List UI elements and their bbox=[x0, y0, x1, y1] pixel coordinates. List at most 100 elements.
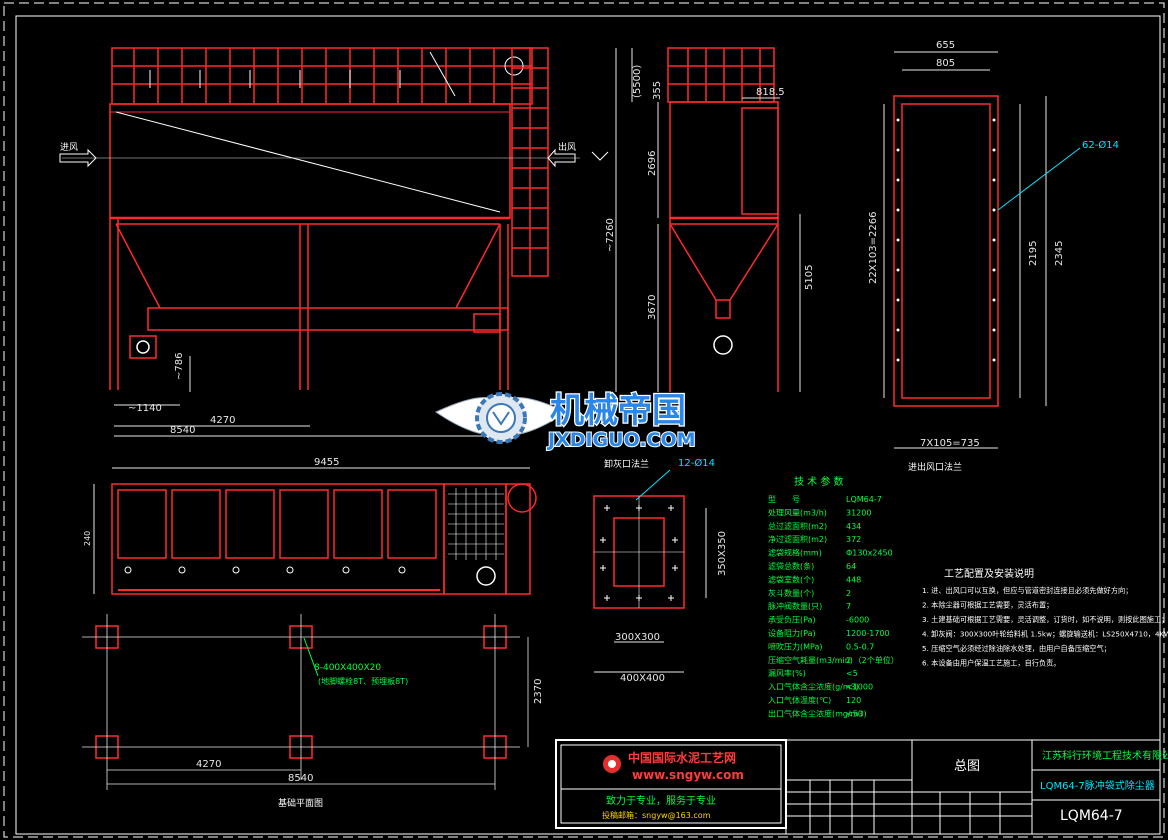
install-notes-title: 工艺配置及安装说明 bbox=[944, 567, 1034, 580]
drawing-frame bbox=[15, 15, 1161, 835]
tech-param-name: 入口气体温度(℃) bbox=[768, 695, 831, 705]
stamp-title: 中国国际水泥工艺网 bbox=[628, 750, 736, 765]
dim-5500: (5500) bbox=[632, 65, 643, 98]
dim-7260: ~7260 bbox=[605, 218, 616, 252]
title-block bbox=[785, 739, 1161, 835]
dim-818-5: 818.5 bbox=[756, 87, 785, 98]
dim-3670: 3670 bbox=[647, 295, 658, 320]
stamp-url: www.sngyw.com bbox=[632, 768, 744, 782]
title-drawing: 总图 bbox=[954, 759, 980, 774]
sngyw-stamp bbox=[555, 739, 787, 829]
dim-62-14: 62-Ø14 bbox=[1082, 139, 1119, 151]
ash-flange-dimension-lines bbox=[594, 469, 707, 673]
dim-735: 7X105=735 bbox=[920, 438, 980, 449]
dim-4270-top: 4270 bbox=[210, 415, 235, 426]
sheet-border bbox=[3, 2, 1165, 838]
foundation-plan-label: 基础平面图 bbox=[278, 797, 323, 809]
dim-2266: 22X103=2266 bbox=[868, 212, 879, 285]
tech-param-name: 型 号 bbox=[768, 495, 800, 504]
tech-param-name: 滤袋总数(条) bbox=[768, 561, 814, 571]
side-elevation bbox=[667, 47, 779, 392]
tech-param-value: LQM64-7 bbox=[846, 495, 882, 504]
plan-dimension-lines bbox=[93, 467, 530, 594]
tech-param-value: 120 bbox=[846, 696, 861, 705]
inlet-air-label: 进风 bbox=[60, 142, 78, 153]
dim-805: 805 bbox=[936, 58, 955, 69]
tech-param-name: 净过滤面积(m2) bbox=[768, 534, 827, 544]
flange-dimension-lines bbox=[883, 51, 1081, 449]
tech-param-value: Φ130x2450 bbox=[846, 549, 893, 558]
outlet-flange-label: 进出风口法兰 bbox=[908, 461, 962, 473]
tech-param-value: <1000 bbox=[846, 683, 873, 692]
tech-param-name: 压缩空气耗量(m3/min) bbox=[768, 655, 853, 665]
tech-param-value: 2 bbox=[846, 589, 851, 598]
dim-1140: ~1140 bbox=[128, 403, 162, 414]
dim-2195: 2195 bbox=[1028, 241, 1039, 266]
outlet-flange-view bbox=[893, 95, 999, 407]
tech-param-name: 处理风量(m3/h) bbox=[768, 507, 827, 517]
tech-params-table: 型 号 LQM64-7 处理风量(m3/h) 31200 总过滤面积(m2) 434 净过滤… bbox=[768, 495, 899, 718]
dim-786: ~786 bbox=[174, 353, 185, 380]
stamp-slogan: 致力于专业，服务于专业 bbox=[606, 794, 716, 807]
airflow-arrows bbox=[59, 148, 609, 168]
dim-300: 300X300 bbox=[615, 632, 660, 643]
ash-flange-view bbox=[593, 495, 685, 609]
dim-8540-top: 8540 bbox=[170, 425, 195, 436]
install-note-item: 4. 卸灰阀：300X300叶轮给料机 1.5kw；螺旋输送机：LS250X47… bbox=[922, 630, 1168, 639]
title-code: LQM64-7 bbox=[1060, 808, 1123, 824]
plan-hatch bbox=[448, 488, 504, 560]
front-elevation bbox=[109, 47, 549, 390]
tech-param-name: 漏风率(%) bbox=[768, 668, 806, 678]
install-note-item: 3. 土建基础可根据工艺需要，灵活调整，订货时，如不说明，则按此图施工； bbox=[922, 615, 1168, 624]
tech-param-value: 372 bbox=[846, 535, 861, 544]
install-note-item: 1. 进、出风口可以互换，但应与管道密封连接且必须先做好方向； bbox=[922, 586, 1132, 595]
dim-8540-bot: 8540 bbox=[288, 773, 313, 784]
tech-param-value: 448 bbox=[846, 575, 861, 584]
dim-2345: 2345 bbox=[1054, 241, 1065, 266]
dim-240: 240 bbox=[83, 531, 92, 546]
tech-param-value: -6000 bbox=[846, 616, 869, 625]
ash-flange-label: 卸灰口法兰 bbox=[604, 458, 649, 470]
tech-param-value: <50 bbox=[846, 709, 863, 718]
dim-5105: 5105 bbox=[804, 265, 815, 290]
tech-param-value: 1200-1700 bbox=[846, 629, 890, 638]
tech-param-name: 总过滤面积(m2) bbox=[768, 521, 827, 531]
top-plan-view bbox=[111, 483, 537, 595]
dim-4270-bot: 4270 bbox=[196, 759, 221, 770]
tech-param-name: 入口气体含尘浓度(g/m3) bbox=[768, 682, 859, 692]
tech-param-value: 2 （2个单位） bbox=[846, 655, 899, 665]
tech-param-name: 滤袋规格(mm) bbox=[768, 548, 822, 558]
watermark-cn: 机械帝国 bbox=[550, 391, 686, 431]
foundation-note: 8-400X400X20 bbox=[314, 663, 381, 673]
dim-2696: 2696 bbox=[647, 151, 658, 176]
tech-param-name: 脉冲阀数量(只) bbox=[768, 601, 822, 611]
tech-params-title: 技 术 参 数 bbox=[794, 475, 844, 488]
dim-2370: 2370 bbox=[533, 679, 544, 704]
tech-param-value: 31200 bbox=[846, 508, 871, 517]
watermark-en: JXDIGUO.COM bbox=[546, 429, 696, 451]
outlet-air-label: 出风 bbox=[558, 141, 576, 153]
install-note-item: 5. 压缩空气必须经过除油除水处理，由用户自备压缩空气； bbox=[922, 644, 1111, 653]
tech-param-name: 出口气体含尘浓度(mg/m3) bbox=[768, 708, 867, 718]
dim-350: 350X350 bbox=[717, 531, 728, 576]
foundation-grid-lines bbox=[82, 614, 529, 790]
tech-param-value: 434 bbox=[846, 522, 861, 531]
title-company: 江苏科行环境工程技术有限公司 bbox=[1042, 749, 1168, 762]
foundation-leader bbox=[303, 637, 319, 677]
install-note-item: 2. 本除尘器可根据工艺需要，灵活布置； bbox=[922, 601, 1053, 610]
dim-12-14: 12-Ø14 bbox=[678, 457, 715, 469]
install-note-item: 6. 本设备由用户保温工艺施工，自行负责。 bbox=[922, 659, 1061, 668]
tech-param-value: 64 bbox=[846, 562, 856, 571]
install-notes: 1. 进、出风口可以互换，但应与管道密封连接且必须先做好方向； 2. 本除尘器可根… bbox=[922, 586, 1168, 668]
foundation-sub-note: (地脚螺栓8T、预埋板8T) bbox=[318, 676, 408, 686]
dim-9455: 9455 bbox=[314, 457, 339, 468]
dim-355: 355 bbox=[652, 81, 663, 100]
dim-400: 400X400 bbox=[620, 673, 665, 684]
tech-param-name: 设备阻力(Pa) bbox=[768, 628, 816, 638]
tech-param-value: <5 bbox=[846, 669, 858, 678]
tech-param-name: 滤袋室数(个) bbox=[768, 574, 814, 584]
tech-param-name: 承受负压(Pa) bbox=[768, 615, 816, 625]
dim-655: 655 bbox=[936, 40, 955, 51]
title-model-desc: LQM64-7脉冲袋式除尘器 bbox=[1040, 779, 1155, 792]
